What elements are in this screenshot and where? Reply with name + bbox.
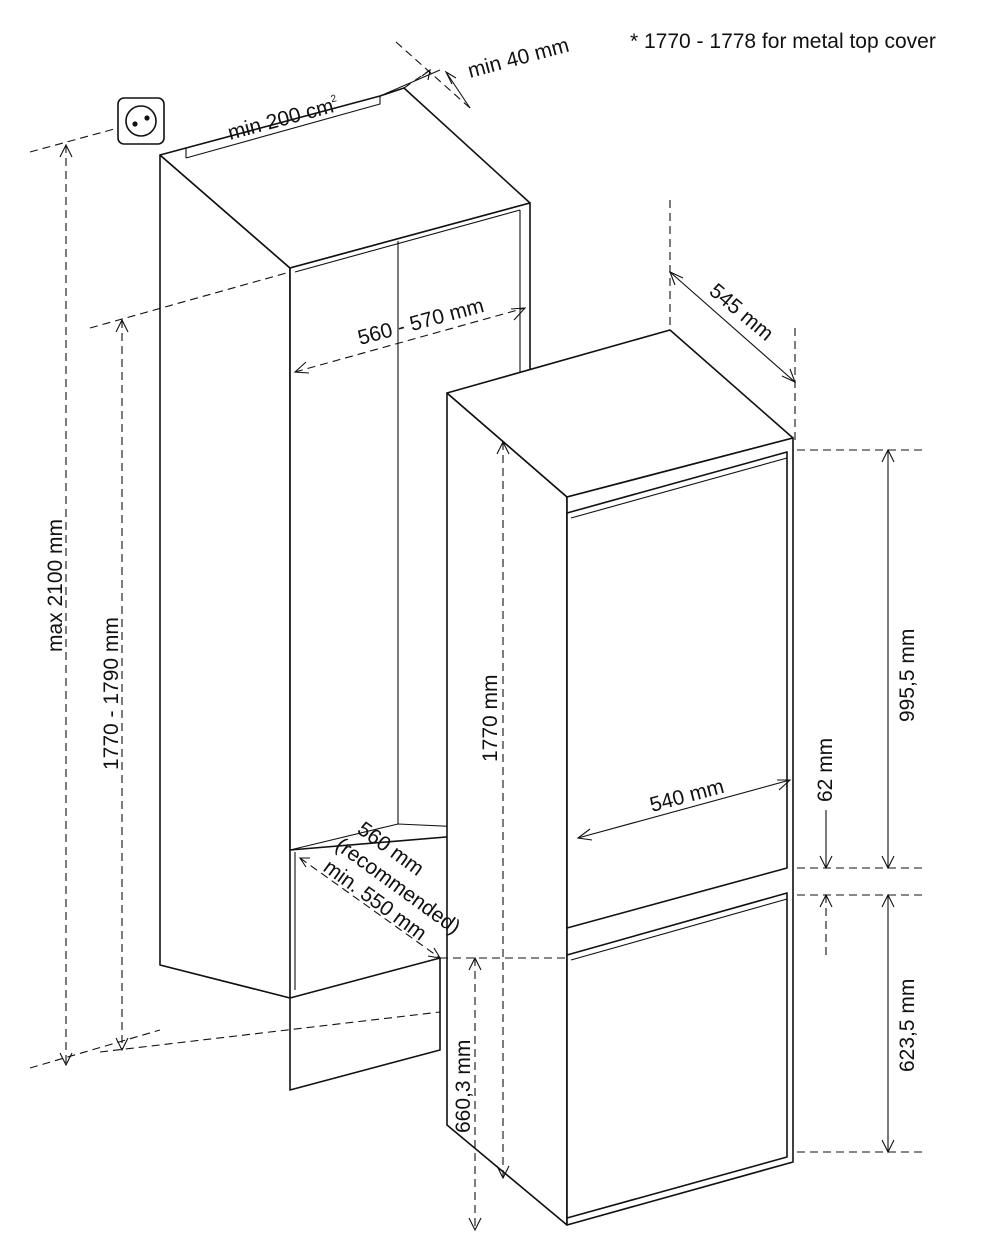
refrigerator	[446, 329, 794, 1226]
power-socket-icon	[117, 97, 165, 145]
label-niche-height: 1770 - 1790 mm	[100, 617, 123, 770]
label-door-gap: 62 mm	[814, 738, 837, 802]
vent-area-superscript: 2	[330, 93, 339, 105]
label-upper-door: 995,5 mm	[896, 629, 919, 722]
label-min-gap: min 40 mm	[465, 34, 571, 83]
label-max-height: max 2100 mm	[44, 519, 67, 652]
label-hinge-height: 660,3 mm	[452, 1040, 475, 1133]
label-lower-door: 623,5 mm	[896, 979, 919, 1072]
niche-cabinet	[159, 87, 531, 1091]
dimension-lines	[29, 41, 925, 1232]
label-appliance-height: 1770 mm	[479, 674, 502, 762]
note-text: * 1770 - 1778 for metal top cover	[630, 30, 936, 53]
